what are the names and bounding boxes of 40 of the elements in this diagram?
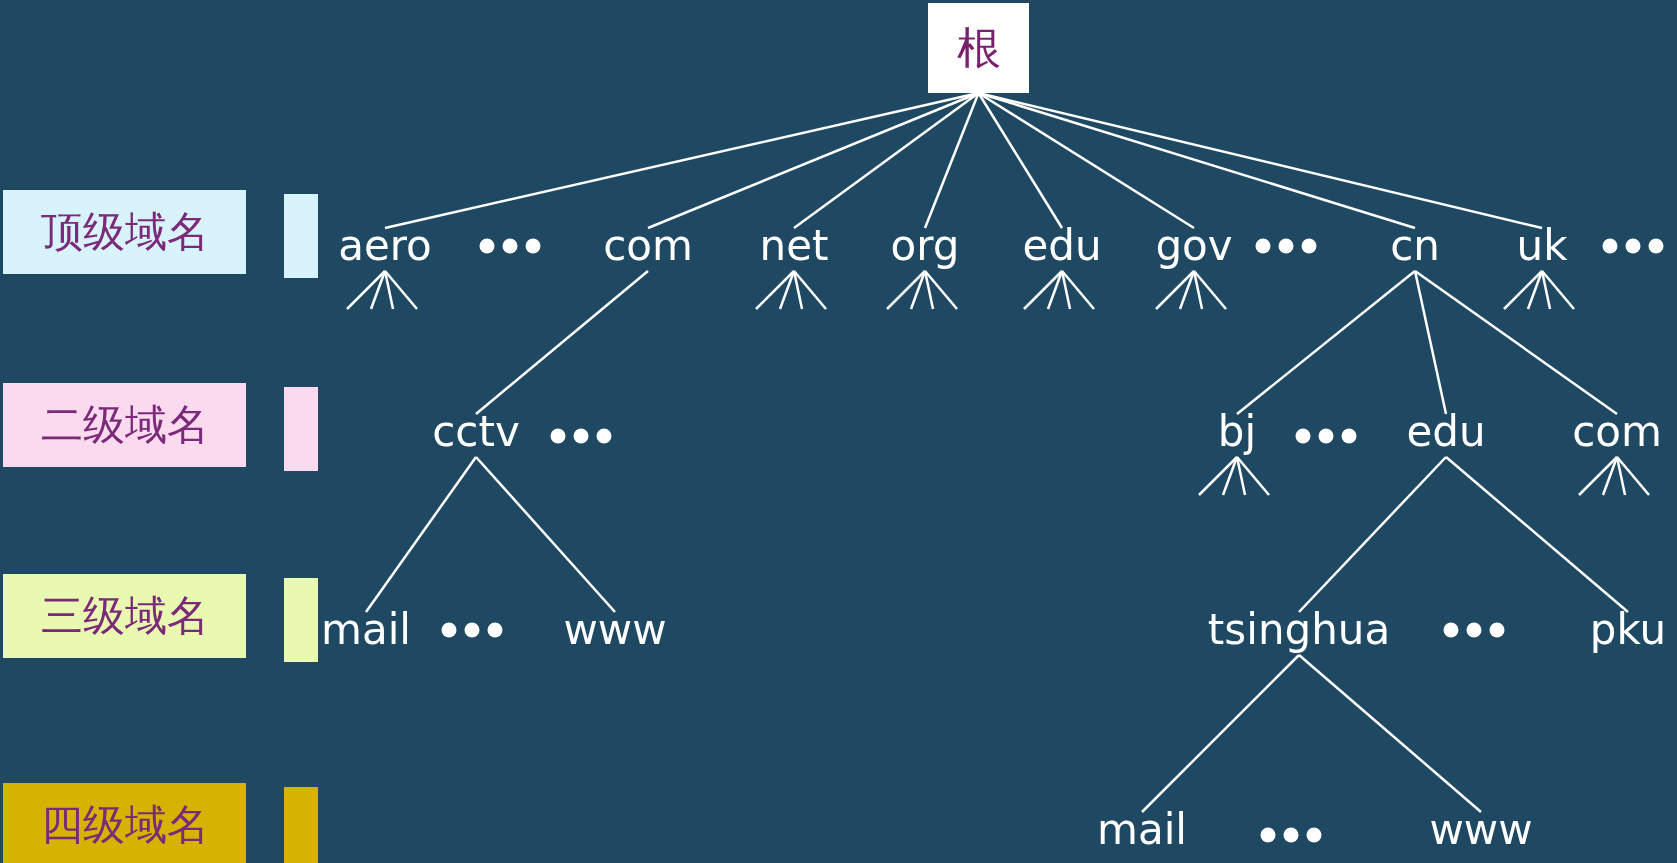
domain-label: com <box>603 225 693 267</box>
domain-label: pku <box>1589 609 1667 651</box>
tree-line <box>1414 269 1618 416</box>
domain-label: aero <box>338 225 432 267</box>
domain-label: cctv <box>432 411 520 453</box>
domain-label: www <box>1429 809 1533 851</box>
level-label: 四级域名 <box>3 783 246 863</box>
level-bar <box>284 578 318 662</box>
domain-label: tsinghua <box>1207 609 1391 651</box>
tree-line <box>1141 654 1300 813</box>
domain-label: com <box>1572 411 1662 453</box>
level-bar <box>284 387 318 471</box>
tree-line <box>1413 270 1448 415</box>
domain-label: cn <box>1390 225 1440 267</box>
root-box: 根 <box>928 3 1029 93</box>
tree-line <box>1298 654 1482 813</box>
domain-label: mail <box>1097 809 1187 851</box>
level-bar <box>284 787 318 863</box>
tree-line <box>1298 456 1447 613</box>
tree-line <box>923 92 980 229</box>
domain-label: edu <box>1022 225 1102 267</box>
tree-line <box>1236 270 1416 415</box>
tree-line <box>1445 456 1629 613</box>
tree-line <box>365 456 477 613</box>
tree-line <box>475 456 616 613</box>
level-label: 顶级域名 <box>3 190 246 274</box>
domain-label: gov <box>1155 225 1233 267</box>
level-label: 二级域名 <box>3 383 246 467</box>
level-label: 三级域名 <box>3 574 246 658</box>
domain-label: mail <box>321 609 411 651</box>
domain-label: www <box>563 609 667 651</box>
tree-line <box>793 92 980 229</box>
domain-label: uk <box>1516 225 1568 267</box>
tree-line <box>977 92 1064 229</box>
level-bar <box>284 194 318 278</box>
domain-label: edu <box>1406 411 1486 453</box>
domain-label: net <box>759 225 829 267</box>
domain-label: org <box>890 225 960 267</box>
domain-label: bj <box>1217 411 1257 453</box>
tree-line <box>475 270 649 415</box>
